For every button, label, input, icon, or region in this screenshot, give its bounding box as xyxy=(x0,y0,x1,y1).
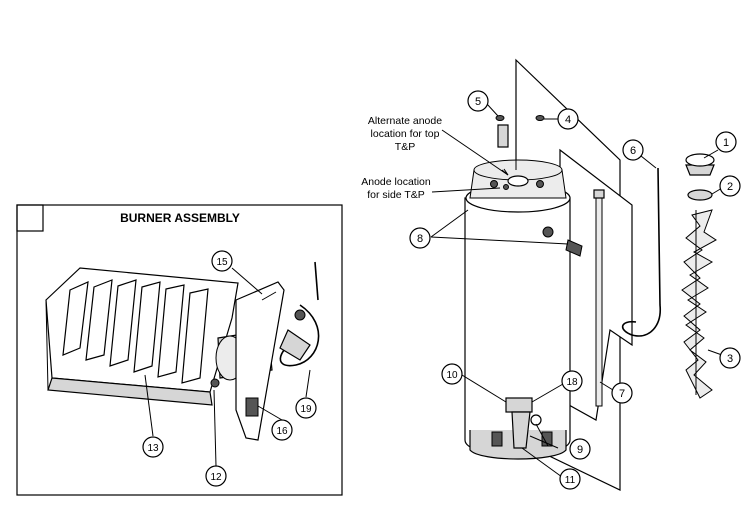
callout-13: 13 xyxy=(142,436,164,458)
callout-11-label: 11 xyxy=(565,475,576,486)
anode-location-text-line2: for side T&P xyxy=(367,189,425,201)
burner-slots xyxy=(62,279,209,384)
callout-9-label: 9 xyxy=(577,444,583,456)
burner-tray-drawing xyxy=(45,261,320,441)
anode-location-text-line1: Anode location xyxy=(361,176,431,188)
burner-assembly-panel: BURNER ASSEMBLY xyxy=(16,204,343,496)
callout-10: 10 xyxy=(441,363,463,385)
callout-6-label: 6 xyxy=(630,145,636,157)
callout-5-label: 5 xyxy=(475,96,481,108)
callout-19: 19 xyxy=(295,397,317,419)
callout-3: 3 xyxy=(719,347,741,369)
callout-15-label: 15 xyxy=(216,257,228,268)
callout-7: 7 xyxy=(611,382,633,404)
annotation-anode-location: Anode location for side T&P xyxy=(361,176,501,201)
callout-6: 6 xyxy=(622,139,644,161)
callout-5: 5 xyxy=(467,90,489,112)
burner-assembly-title: BURNER ASSEMBLY xyxy=(120,211,240,225)
callout-19-label: 19 xyxy=(300,404,312,415)
callout-15: 15 xyxy=(211,250,233,272)
callout-1: 1 xyxy=(715,131,737,153)
top-fittings xyxy=(495,115,715,201)
callout-2-label: 2 xyxy=(727,181,733,193)
alternate-anode-text-line2: location for top xyxy=(371,128,440,140)
alternate-anode-text-line1: Alternate anode xyxy=(368,115,442,127)
callout-2: 2 xyxy=(719,175,741,197)
callout-18-label: 18 xyxy=(566,377,578,388)
callout-8: 8 xyxy=(409,227,431,249)
anode-rods xyxy=(593,167,661,407)
water-heater-tank xyxy=(464,58,633,491)
callout-9: 9 xyxy=(569,438,591,460)
callout-18: 18 xyxy=(561,370,583,392)
callout-13-label: 13 xyxy=(147,443,159,454)
burner-leader-lines xyxy=(144,267,311,467)
callout-7-label: 7 xyxy=(619,388,625,400)
callout-10-label: 10 xyxy=(446,370,458,381)
callout-4: 4 xyxy=(557,108,579,130)
callout-16: 16 xyxy=(271,419,293,441)
callout-12-label: 12 xyxy=(210,472,222,483)
callout-3-label: 3 xyxy=(727,353,733,365)
callout-16-label: 16 xyxy=(276,426,288,437)
alternate-anode-text-line3: T&P xyxy=(395,141,415,153)
callout-4-label: 4 xyxy=(565,114,571,126)
callout-1-label: 1 xyxy=(723,137,729,149)
callout-12: 12 xyxy=(205,465,227,487)
tank-leader-lines xyxy=(430,103,723,478)
flue-baffle xyxy=(681,209,717,399)
callout-8-label: 8 xyxy=(417,233,423,245)
annotation-alternate-anode: Alternate anode location for top T&P xyxy=(368,115,509,176)
callout-11: 11 xyxy=(559,468,581,490)
